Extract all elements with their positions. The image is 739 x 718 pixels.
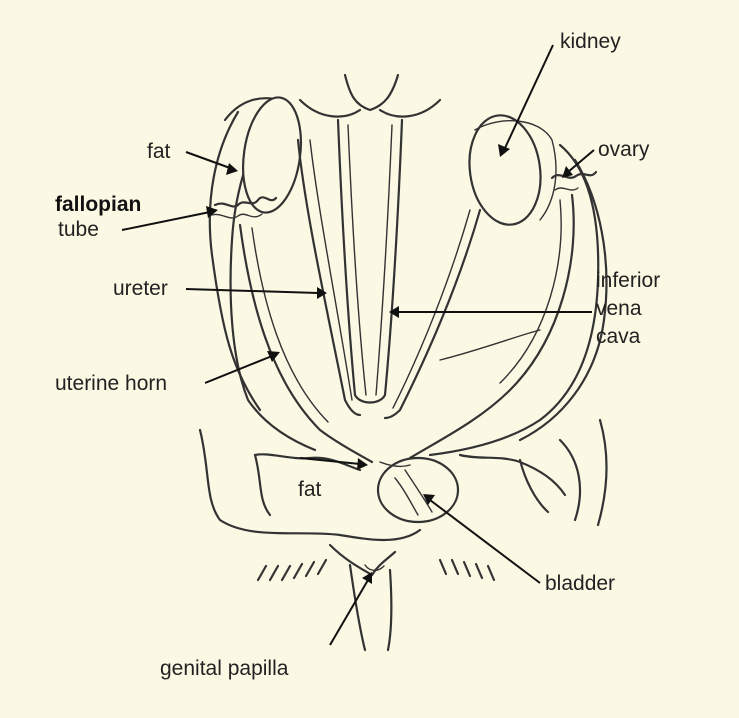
leader-uterine-horn [205, 356, 272, 383]
label-ovary: ovary [598, 138, 649, 162]
label-vena-line2: vena [596, 297, 642, 321]
label-fallopian-line2: tube [58, 218, 99, 242]
vena-cava [338, 120, 402, 403]
hatching-right [440, 560, 494, 580]
hatching-left [258, 560, 326, 580]
central-top [345, 75, 398, 110]
label-kidney: kidney [560, 30, 621, 54]
label-vena-line1: inferior [596, 269, 660, 293]
label-fat-upper: fat [147, 140, 170, 164]
label-uterine-horn: uterine horn [55, 372, 167, 396]
label-bladder: bladder [545, 572, 615, 596]
label-fat-lower: fat [298, 478, 321, 502]
left-uterine-horn [240, 225, 372, 462]
leader-fat-upper [186, 152, 230, 168]
leader-bladder [430, 500, 540, 583]
label-fallopian-line1: fallopian [55, 193, 141, 217]
right-kidney [463, 111, 548, 230]
right-ureter [385, 210, 480, 418]
right-uterine-horn [410, 195, 574, 458]
left-kidney [236, 94, 308, 217]
label-vena-line3: cava [596, 325, 640, 349]
label-ureter: ureter [113, 277, 168, 301]
right-ovary-coil [552, 172, 596, 178]
label-genital-papilla: genital papilla [160, 657, 288, 681]
